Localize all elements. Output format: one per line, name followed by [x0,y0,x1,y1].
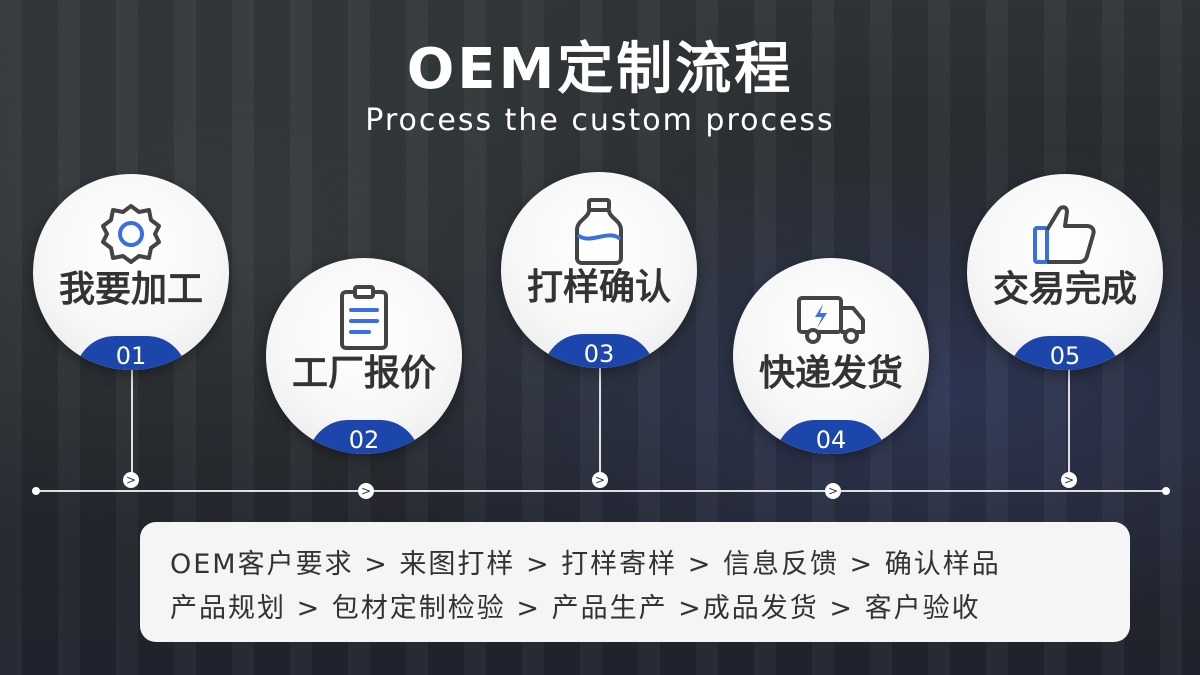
connector-line-5 [1068,368,1070,480]
bottle-icon [575,198,623,265]
step-3-number: 03 [543,334,655,368]
process-text-panel: OEM客户要求 > 来图打样 > 打样寄样 > 信息反馈 > 确认样品 产品规划… [140,522,1130,642]
step-5-card: 交易完成 05 [967,174,1163,370]
timeline-end-dot [1162,487,1170,495]
step-4-label: 快递发货 [758,353,903,394]
step-5-label: 交易完成 [992,269,1137,310]
step-1-label: 我要加工 [58,269,203,310]
gear-icon [101,204,161,264]
step-2-number: 02 [308,420,420,454]
connector-line-3 [599,366,601,480]
page-subtitle: Process the custom process [365,103,835,138]
process-text-line-2: 产品规划 > 包材定制检验 > 产品生产 >成品发货 > 客户验收 [170,593,981,624]
timeline-marker-1: > [123,472,139,488]
step-1-number: 01 [75,336,187,370]
process-text-line-1: OEM客户要求 > 来图打样 > 打样寄样 > 信息反馈 > 确认样品 [170,549,1001,580]
timeline-marker-3: > [592,472,608,488]
timeline-marker-4: > [825,483,841,499]
step-3-label: 打样确认 [526,267,671,308]
timeline-marker-2: > [358,483,374,499]
step-5-number: 05 [1009,336,1121,370]
step-3-card: 打样确认 03 [501,172,697,368]
thumbs-up-icon [1033,205,1096,264]
step-2-label: 工厂报价 [291,353,436,394]
step-1-card: 我要加工 01 [33,174,229,370]
page-title: OEM定制流程 [406,37,794,102]
connector-line-1 [131,368,133,480]
step-4-card: 快递发货 04 [733,258,929,454]
timeline-start-dot [32,487,40,495]
step-2-card: 工厂报价 02 [266,258,462,454]
clipboard-icon [340,285,388,350]
step-4-number: 04 [775,420,887,454]
timeline-marker-5: > [1061,472,1077,488]
delivery-truck-icon [797,296,865,344]
timeline-line [36,490,1168,492]
